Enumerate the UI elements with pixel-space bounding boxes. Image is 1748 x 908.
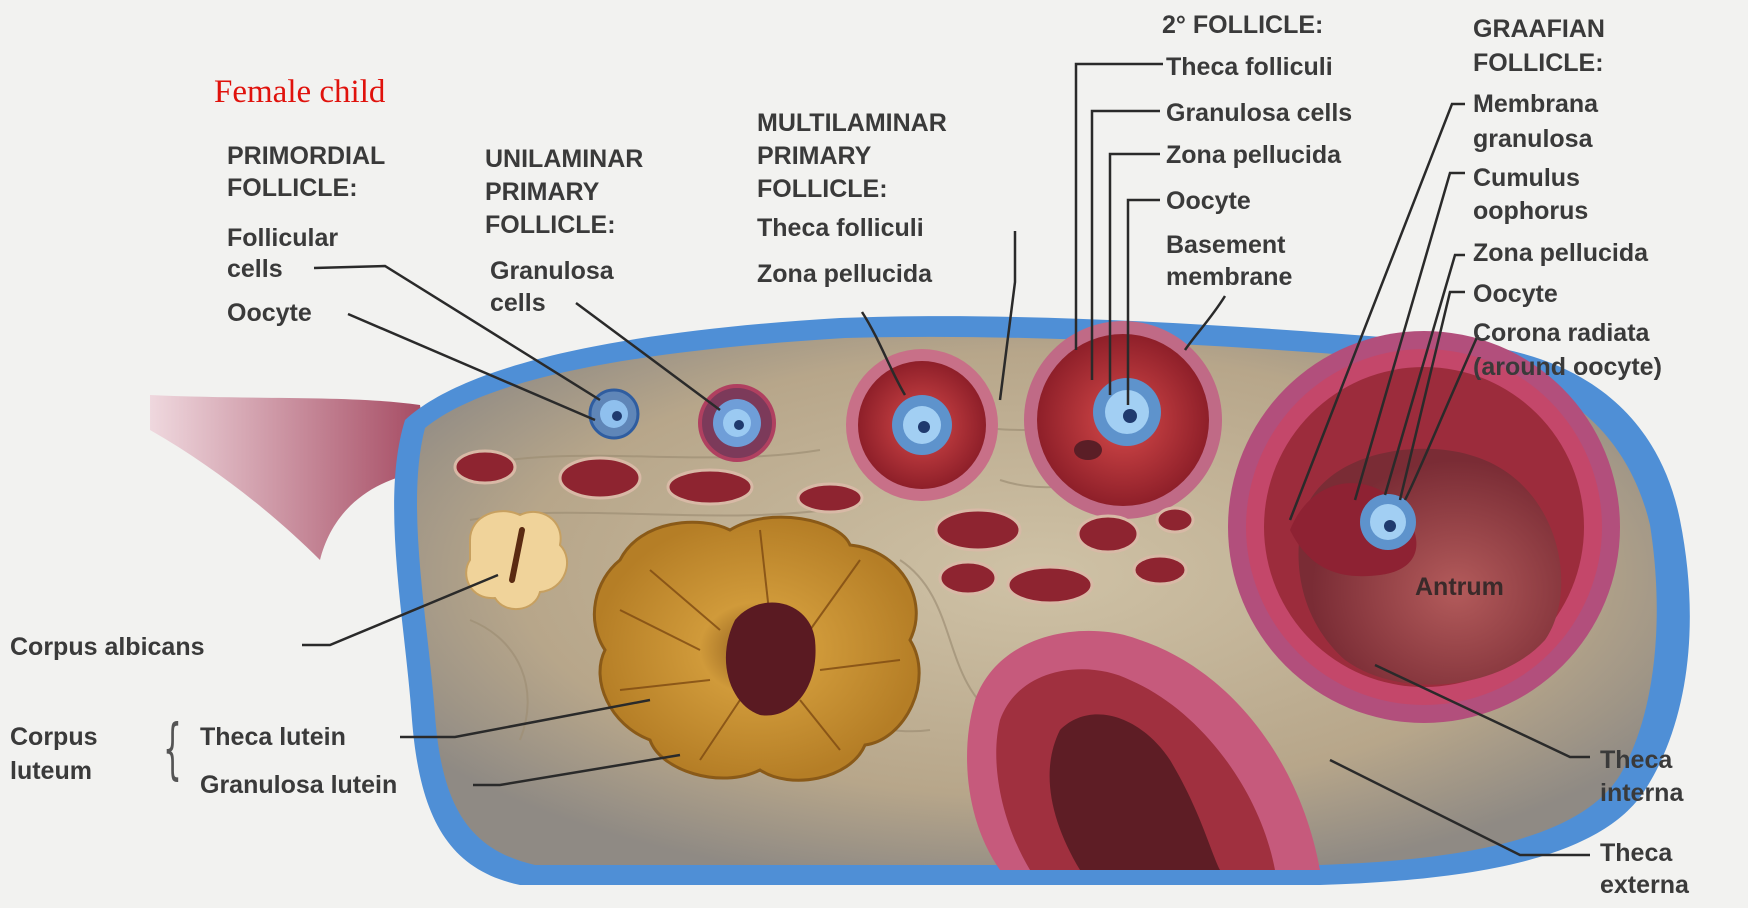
label-granulosa-cells-2: cells: [490, 288, 546, 318]
secondary-title: 2° FOLLICLE:: [1162, 10, 1323, 40]
label-theca-externa-1: Theca: [1600, 838, 1672, 868]
label-theca-interna-1: Theca: [1600, 745, 1672, 775]
label-follicular-cells-1: Follicular: [227, 223, 338, 253]
label-theca-externa-2: externa: [1600, 870, 1689, 900]
label-secondary-zona-pellucida: Zona pellucida: [1166, 140, 1341, 170]
multilaminar-title-1: MULTILAMINAR: [757, 108, 947, 138]
multilaminar-title-3: FOLLICLE:: [757, 174, 888, 204]
label-graafian-oocyte: Oocyte: [1473, 279, 1558, 309]
label-theca-lutein: Theca lutein: [200, 722, 346, 752]
label-cumulus-oophorus-1: Cumulus: [1473, 163, 1580, 193]
unilaminar-title-3: FOLLICLE:: [485, 210, 616, 240]
primordial-title-2: FOLLICLE:: [227, 173, 358, 203]
unilaminar-title-1: UNILAMINAR: [485, 144, 643, 174]
label-multilaminar-zona-pellucida: Zona pellucida: [757, 259, 932, 289]
label-corpus-albicans: Corpus albicans: [10, 632, 205, 662]
label-granulosa-lutein: Granulosa lutein: [200, 770, 397, 800]
label-basement-membrane-2: membrane: [1166, 262, 1292, 292]
ovarian-ligament: [150, 395, 430, 560]
label-corona-radiata-2: (around oocyte): [1473, 352, 1662, 382]
label-multilaminar-theca-folliculi: Theca folliculi: [757, 213, 924, 243]
label-follicular-cells-2: cells: [227, 254, 283, 284]
label-antrum: Antrum: [1415, 572, 1504, 602]
label-membrana-granulosa-1: Membrana: [1473, 89, 1598, 119]
label-primordial-oocyte: Oocyte: [227, 298, 312, 328]
label-theca-interna-2: interna: [1600, 778, 1683, 808]
caption-female-child: Female child: [214, 74, 385, 111]
label-cumulus-oophorus-2: oophorus: [1473, 196, 1588, 226]
label-secondary-theca-folliculi: Theca folliculi: [1166, 52, 1333, 82]
graafian-title-2: FOLLICLE:: [1473, 48, 1604, 78]
label-corpus-luteum-2: luteum: [10, 756, 92, 786]
unilaminar-title-2: PRIMARY: [485, 177, 599, 207]
label-membrana-granulosa-2: granulosa: [1473, 124, 1592, 154]
graafian-title-1: GRAAFIAN: [1473, 14, 1605, 44]
label-corpus-luteum-1: Corpus: [10, 722, 98, 752]
label-granulosa-cells-1: Granulosa: [490, 256, 614, 286]
multilaminar-title-2: PRIMARY: [757, 141, 871, 171]
label-corona-radiata-1: Corona radiata: [1473, 318, 1649, 348]
label-basement-membrane-1: Basement: [1166, 230, 1286, 260]
label-secondary-oocyte: Oocyte: [1166, 186, 1251, 216]
primordial-title-1: PRIMORDIAL: [227, 141, 385, 171]
label-secondary-granulosa-cells: Granulosa cells: [1166, 98, 1352, 128]
label-graafian-zona-pellucida: Zona pellucida: [1473, 238, 1648, 268]
brace-icon: {: [163, 716, 182, 782]
